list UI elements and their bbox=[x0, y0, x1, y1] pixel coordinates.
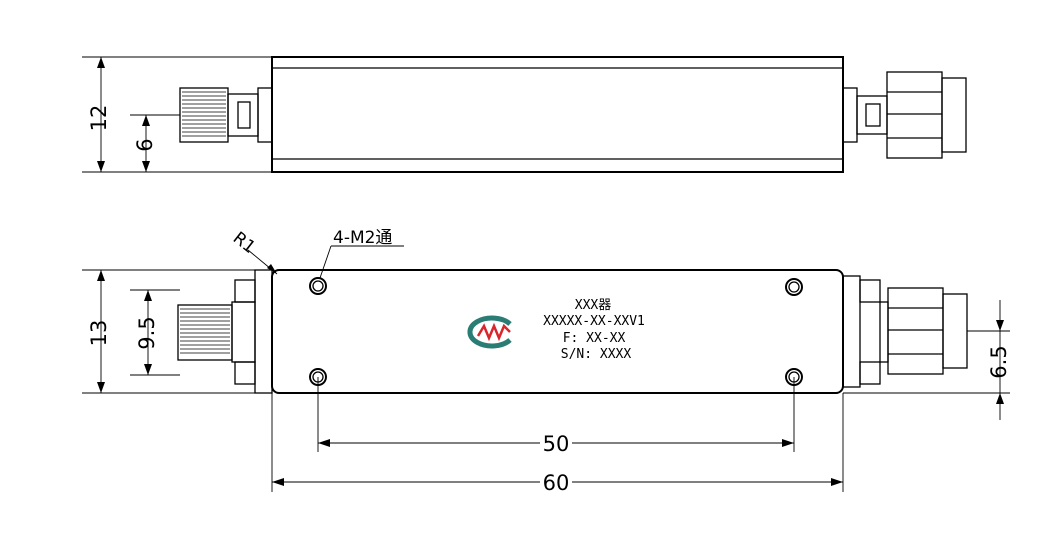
front-left-sma-connector bbox=[177, 269, 273, 394]
dim-connector-offset: 9.5 bbox=[135, 316, 159, 349]
dimension-arrowheads bbox=[97, 57, 1004, 486]
corner-radius-callout: R1 bbox=[229, 228, 259, 258]
front-view-dimensions bbox=[82, 245, 1010, 492]
label-frequency: F: XX-XX bbox=[563, 331, 626, 346]
label-serial-number: S/N: XXXX bbox=[561, 347, 632, 362]
mounting-hole bbox=[309, 277, 327, 295]
front-view-body bbox=[271, 269, 844, 394]
front-right-sma-connector bbox=[842, 275, 968, 388]
dim-hole-spacing: 50 bbox=[543, 432, 570, 456]
brand-logo bbox=[467, 315, 512, 349]
dim-front-height: 13 bbox=[87, 320, 111, 347]
top-view bbox=[179, 56, 967, 173]
dim-total-length: 60 bbox=[543, 471, 570, 495]
mounting-hole-callout: 4-M2通 bbox=[333, 228, 392, 248]
dim-top-connector-center: 6 bbox=[133, 138, 157, 151]
top-left-sma-connector bbox=[179, 87, 273, 143]
front-view bbox=[177, 269, 968, 394]
dim-right-connector: 6.5 bbox=[987, 345, 1011, 378]
mounting-hole bbox=[785, 278, 803, 296]
top-right-sma-connector bbox=[842, 71, 967, 159]
label-model-number: XXXXX-XX-XXV1 bbox=[543, 314, 645, 329]
top-view-body bbox=[271, 56, 844, 173]
label-product-name: XXX器 bbox=[575, 298, 611, 313]
dim-top-height: 12 bbox=[87, 105, 111, 132]
